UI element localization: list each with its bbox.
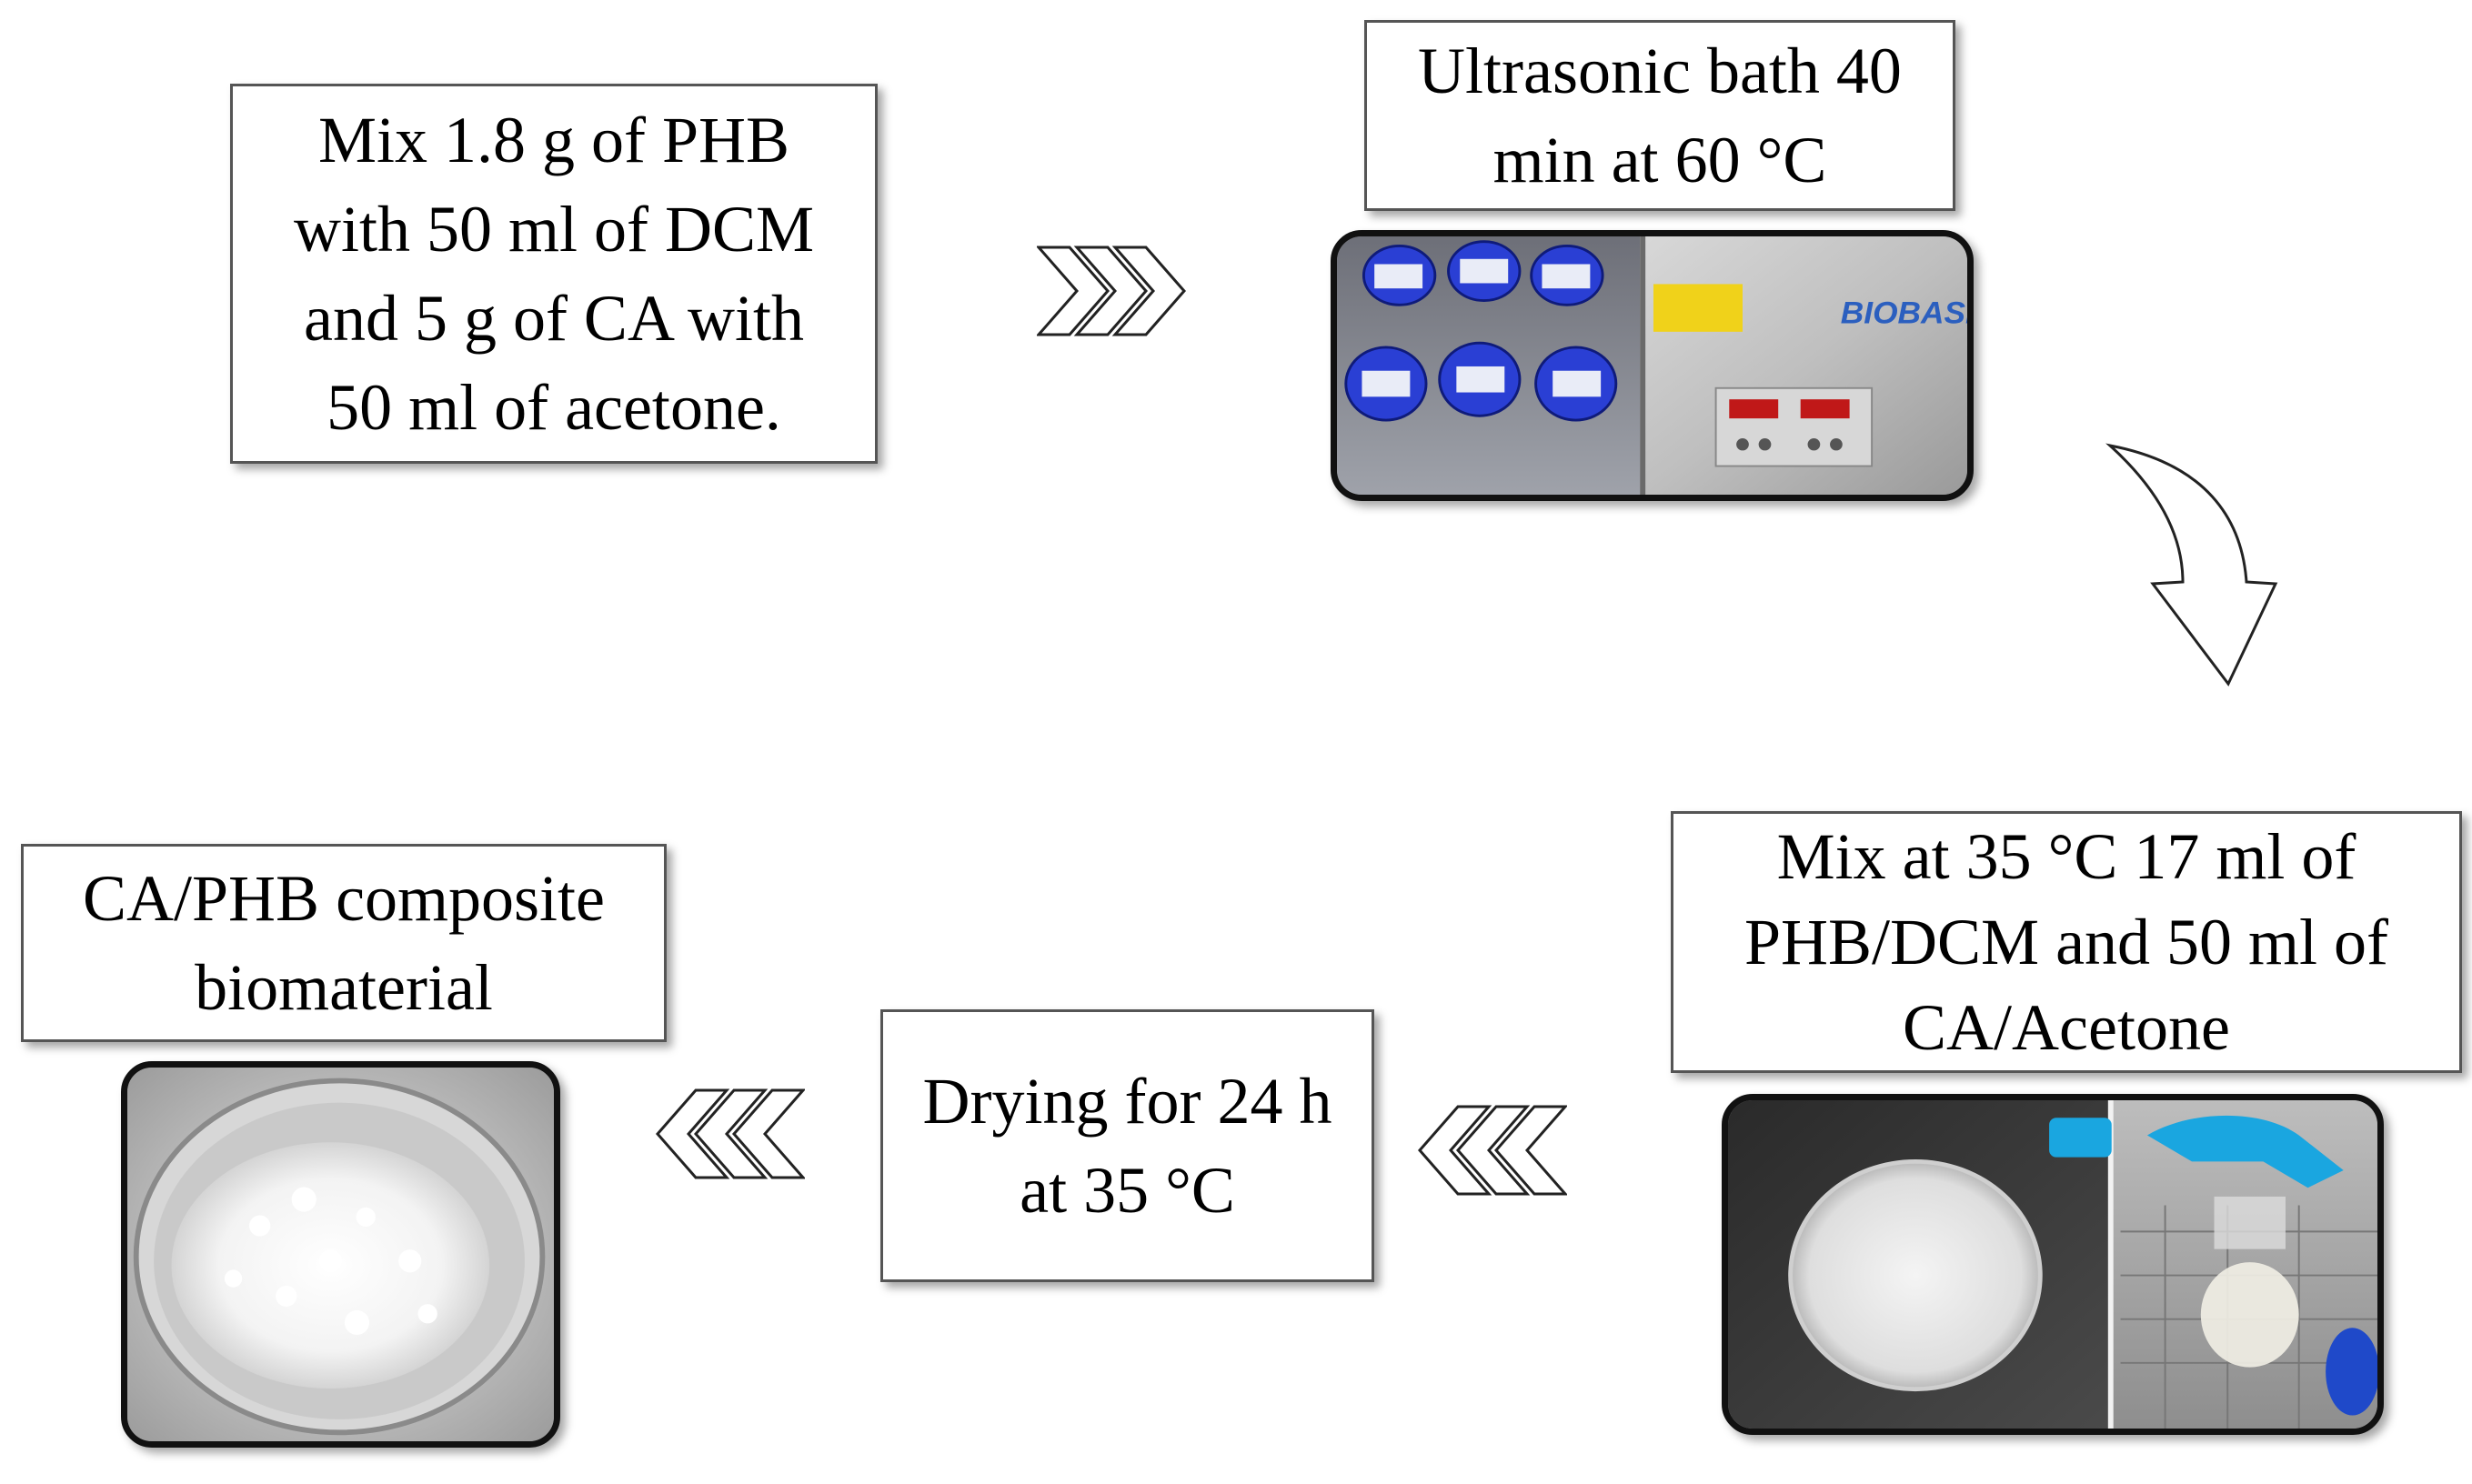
mixing-photo xyxy=(1722,1094,2384,1435)
step-3-label: Mix at 35 °C 17 ml of PHB/DCM and 50 ml … xyxy=(1743,820,2389,1064)
curved-arrow-down xyxy=(2105,443,2278,687)
chevron-left-arrow-2 xyxy=(1418,1105,1567,1196)
step-5-label: CA/PHB composite biomaterial xyxy=(82,862,606,1024)
step-4-label: Drying for 24 h at 35 °C xyxy=(922,1065,1332,1227)
step-4-box: Drying for 24 h at 35 °C xyxy=(880,1009,1374,1282)
biomaterial-photo xyxy=(121,1061,560,1448)
step-3-box: Mix at 35 °C 17 ml of PHB/DCM and 50 ml … xyxy=(1671,811,2462,1073)
step-1-box: Mix 1.8 g of PHB with 50 ml of DCM and 5… xyxy=(230,84,878,464)
biobase-logo: BIOBASE xyxy=(1841,296,1967,330)
chevron-right-arrow-1 xyxy=(1037,246,1186,336)
step-2-box: Ultrasonic bath 40 min at 60 °C xyxy=(1364,20,1955,211)
step-1-label: Mix 1.8 g of PHB with 50 ml of DCM and 5… xyxy=(293,104,815,444)
step-5-box: CA/PHB composite biomaterial xyxy=(21,844,667,1042)
ultrasonic-bath-photo: BIOBASE xyxy=(1331,230,1974,501)
chevron-left-arrow-3 xyxy=(656,1088,805,1179)
step-2-label: Ultrasonic bath 40 min at 60 °C xyxy=(1418,35,1902,196)
